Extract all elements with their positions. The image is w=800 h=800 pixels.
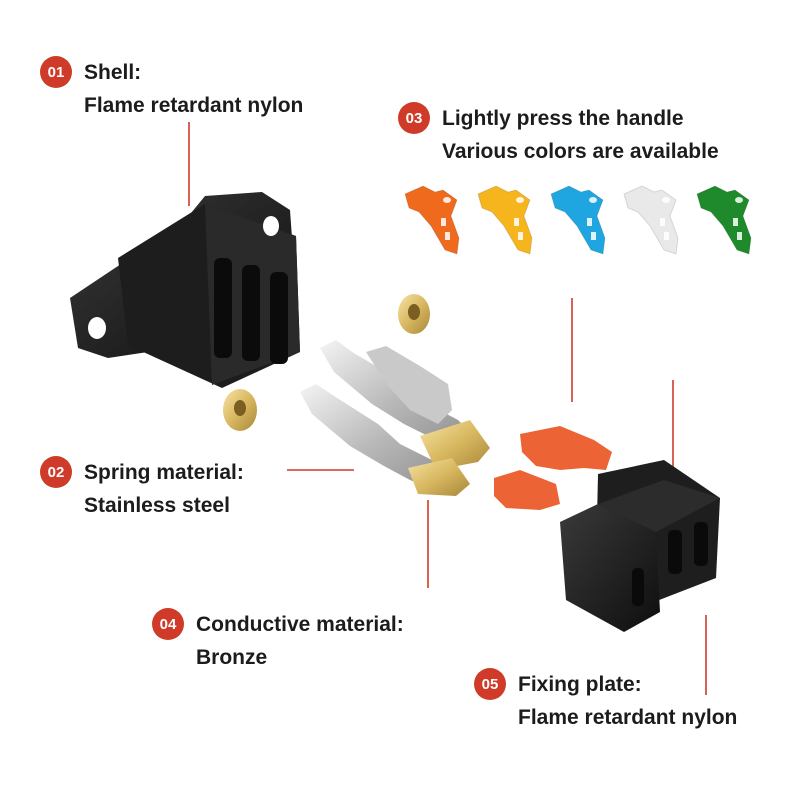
callout-text: Shell: Flame retardant nylon <box>84 56 303 122</box>
callout-badge: 04 <box>152 608 184 640</box>
callout-badge: 01 <box>40 56 72 88</box>
callout-shell: 01 Shell: Flame retardant nylon <box>40 56 303 122</box>
callout-fixing-plate: 05 Fixing plate: Flame retardant nylon <box>474 668 737 734</box>
callout-title: Lightly press the handle <box>442 107 684 130</box>
fixing-plate <box>560 460 720 632</box>
handle-4 <box>696 185 752 255</box>
callout-text: Spring material: Stainless steel <box>84 456 244 522</box>
callout-badge: 03 <box>398 102 430 134</box>
callout-handle: 03 Lightly press the handle Various colo… <box>398 102 719 168</box>
callout-spring: 02 Spring material: Stainless steel <box>40 456 244 522</box>
brass-inserts <box>223 294 430 431</box>
handle-3 <box>623 185 679 255</box>
callout-text: Lightly press the handle Various colors … <box>442 102 719 168</box>
callout-material: Flame retardant nylon <box>84 94 304 117</box>
handle-0 <box>404 185 460 255</box>
callout-title: Spring material: <box>84 461 244 484</box>
callout-material: Stainless steel <box>84 494 230 517</box>
callout-material: Flame retardant nylon <box>518 706 738 729</box>
callout-title: Shell: <box>84 61 142 84</box>
handle-2 <box>550 185 606 255</box>
callout-text: Conductive material: Bronze <box>196 608 404 674</box>
handle-1 <box>477 185 533 255</box>
handle-row <box>404 185 752 255</box>
orange-levers <box>494 426 612 510</box>
shell-housing <box>70 192 300 388</box>
callout-material: Various colors are available <box>442 140 719 163</box>
callout-badge: 05 <box>474 668 506 700</box>
callout-badge: 02 <box>40 456 72 488</box>
leader-lines <box>188 122 707 695</box>
metal-terminals <box>300 340 490 496</box>
callout-title: Conductive material: <box>196 613 404 636</box>
callout-title: Fixing plate: <box>518 673 642 696</box>
callout-conductive: 04 Conductive material: Bronze <box>152 608 404 674</box>
callout-material: Bronze <box>196 646 268 669</box>
callout-text: Fixing plate: Flame retardant nylon <box>518 668 737 734</box>
